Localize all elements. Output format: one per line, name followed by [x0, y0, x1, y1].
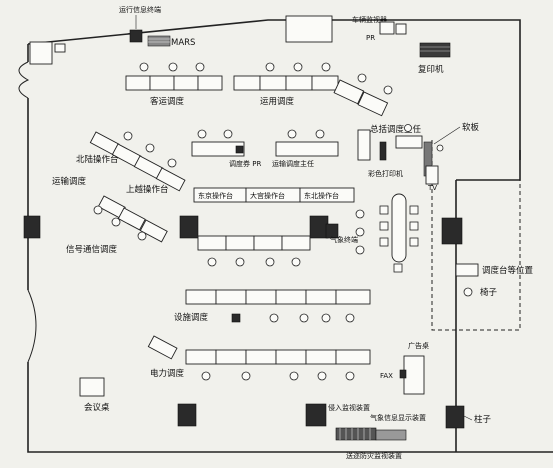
weather-terminal	[325, 223, 339, 239]
meeting-table-label: 会议桌	[84, 402, 110, 413]
pillar-mid	[179, 215, 199, 239]
pr-printer-top	[395, 23, 407, 35]
meeting-cluster	[355, 193, 419, 273]
monitoring-equipment	[335, 427, 407, 441]
pr-top-label: PR	[366, 34, 375, 42]
cabinet-top-left	[29, 41, 53, 65]
power-dispatch-desks	[147, 335, 371, 381]
power-dispatch-label: 电力调度	[150, 368, 185, 379]
operation-dispatch-desks	[233, 62, 393, 117]
disaster-monitor-label: 送迩防灾监视装置	[346, 451, 402, 460]
pillar-right	[441, 217, 463, 245]
top-wall-cabinet	[285, 15, 333, 43]
mars-label: MARS	[171, 38, 195, 48]
tv-label: TV	[427, 184, 437, 192]
color-printer	[379, 141, 387, 161]
weather-terminal-label: 气象终端	[330, 235, 358, 244]
legend-desk-label: 调度台等位置	[482, 265, 534, 276]
chief-dispatcher-desk	[395, 135, 423, 149]
legend-desk-symbol	[455, 263, 479, 277]
travel-info-terminal-label: 运行信息终端	[119, 5, 161, 14]
travel-info-terminal	[129, 29, 143, 43]
pillar-right-mid	[309, 215, 329, 239]
copier-label: 复印机	[418, 64, 444, 75]
transport-director-label: 运输调度主任	[272, 159, 314, 168]
pillar-bottom-right-mid	[305, 403, 327, 427]
pillar-bottom-mid	[177, 403, 197, 427]
dispatch-pr-label: 调度券 PR	[229, 159, 261, 168]
line-consoles	[193, 187, 355, 203]
vehicle-monitor	[379, 21, 395, 35]
operation-dispatch-label: 运用调度	[260, 96, 295, 107]
chief-dispatcher-label: 总括调度主任	[370, 124, 422, 135]
meeting-table	[79, 377, 105, 397]
intrusion-monitor-label: 侵入监视装置	[328, 403, 370, 412]
soft-board-label: 软板	[462, 122, 480, 133]
mars-terminal	[147, 35, 171, 47]
dispatch-pr-area	[191, 129, 339, 157]
tohoku-console-label: 东北操作台	[304, 191, 339, 200]
passenger-dispatch-label: 客运调度	[150, 96, 185, 107]
beilu-console-label: 北陆操作台	[76, 154, 119, 165]
passenger-dispatch-desks	[125, 62, 223, 91]
facility-dispatch-label: 设施调度	[174, 312, 209, 323]
pillar-bottom-right	[445, 405, 465, 429]
color-printer-stand	[357, 129, 371, 161]
legend-chair-symbol	[463, 287, 473, 297]
broadcast-desk	[403, 355, 425, 395]
fax-label: FAX	[380, 372, 393, 380]
tokyo-console-label: 东京操作台	[198, 191, 233, 200]
joetsu-console-label: 上越操作台	[126, 184, 169, 195]
fax-machine	[399, 369, 407, 379]
legend-chair-label: 椅子	[480, 287, 498, 298]
transport-dispatch-label: 运输调度	[52, 176, 87, 187]
door-left-top	[18, 61, 30, 99]
copier	[419, 42, 451, 58]
color-printer-label: 彩色打印机	[368, 169, 403, 178]
omiya-console-label: 大宫操作台	[250, 191, 285, 200]
door-left-bottom	[27, 289, 37, 363]
weather-display-label: 气象信息显示装置	[370, 413, 426, 422]
beilu-console	[89, 131, 186, 192]
central-desk-row	[197, 235, 311, 267]
signal-dispatch-desks	[93, 195, 168, 243]
pillar-left	[23, 215, 41, 239]
tv-unit	[425, 165, 439, 185]
pillar-label: 柱子	[474, 414, 492, 425]
broadcast-label: 广告桌	[408, 341, 429, 350]
facility-dispatch-desks	[185, 289, 371, 323]
vehicle-monitor-label: 车辆监视器	[352, 15, 387, 24]
chief-dispatcher-chair	[404, 124, 412, 132]
cabinet-small	[54, 43, 66, 53]
signal-dispatch-label: 信号通信调度	[66, 244, 118, 255]
